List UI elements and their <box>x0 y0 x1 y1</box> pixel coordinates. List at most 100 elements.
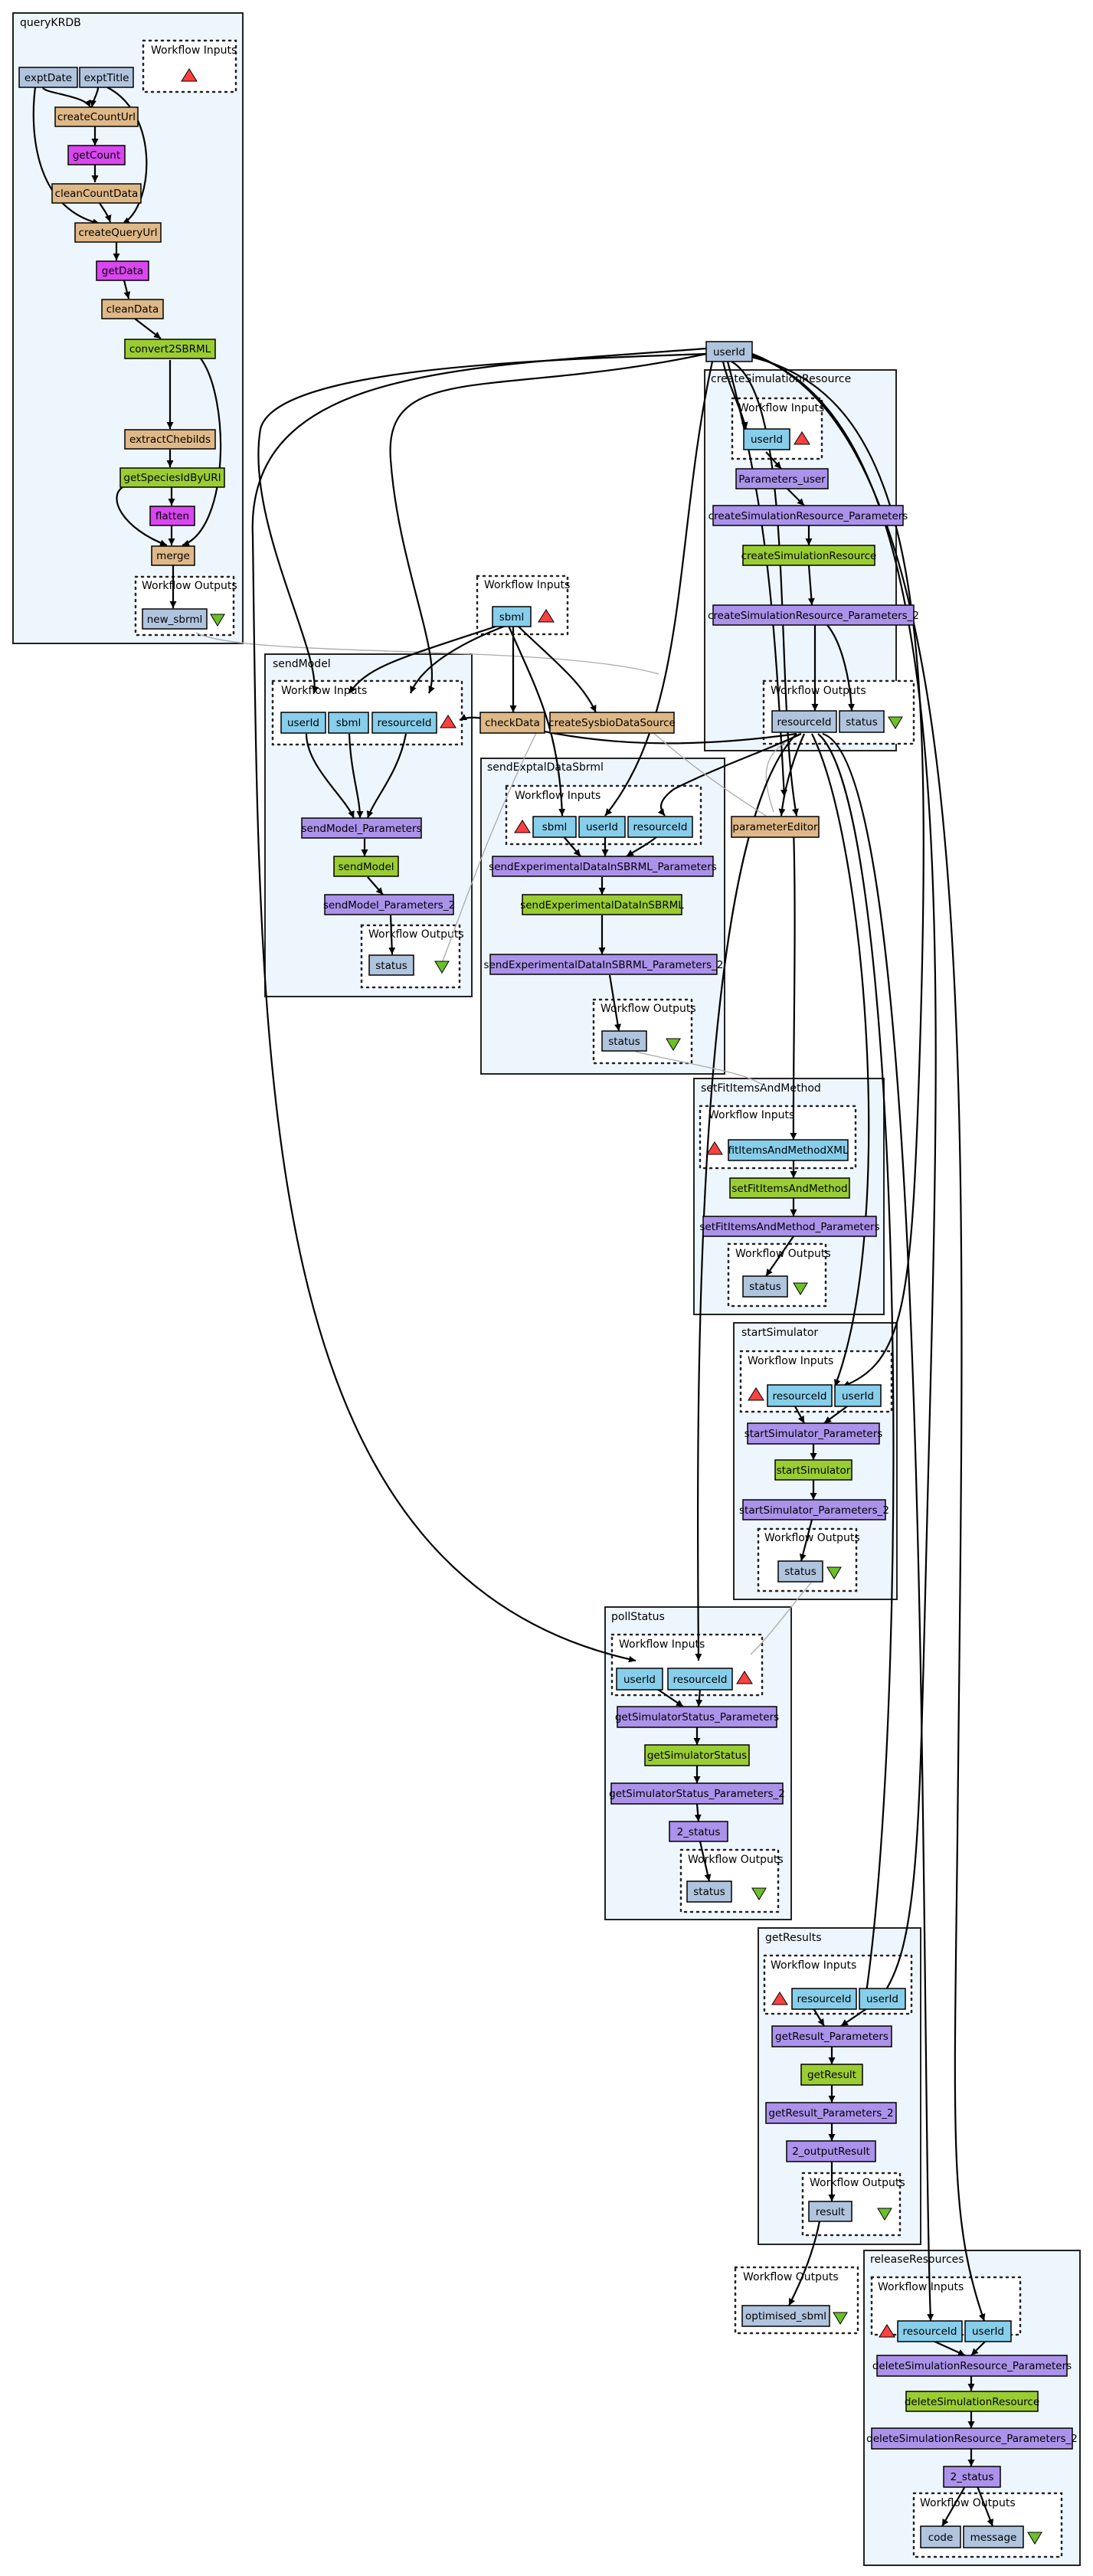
node-sendExperimentalDataInSBRML-Parameters-2[interactable]: sendExperimentalDataInSBRML_Parameters_2 <box>484 954 724 975</box>
node-label: getSimulatorStatus <box>647 1750 747 1762</box>
workflow-inputs-label: Workflow Inputs <box>619 1638 705 1651</box>
node-csr-userId[interactable]: userId <box>743 428 790 450</box>
node-label: flatten <box>155 510 189 522</box>
node-getCount[interactable]: getCount <box>67 145 126 165</box>
node-ps-userId[interactable]: userId <box>616 1668 663 1691</box>
node-exptTitle[interactable]: exptTitle <box>79 67 134 88</box>
node-label: deleteSimulationResource_Parameters_2 <box>866 2433 1078 2445</box>
node-sendModel-resourceId[interactable]: resourceId <box>371 712 437 734</box>
node-label: extractChebiIds <box>129 434 211 446</box>
node-getSimulatorStatus-Parameters-2[interactable]: getSimulatorStatus_Parameters_2 <box>609 1782 785 1805</box>
node-extractChebiIds[interactable]: extractChebiIds <box>124 429 216 450</box>
node-sendModel-userId[interactable]: userId <box>280 712 326 734</box>
node-label: exptDate <box>25 72 72 84</box>
node-se-userId[interactable]: userId <box>578 816 626 838</box>
node-label: userId <box>713 346 745 358</box>
workflow-inputs-queryKRDB: Workflow Inputs <box>142 39 237 93</box>
node-startSimulator-Parameters-2[interactable]: startSimulator_Parameters_2 <box>739 1499 889 1520</box>
node-getResult[interactable]: getResult <box>800 2064 863 2086</box>
node-label: deleteSimulationResource <box>905 2396 1039 2408</box>
node-startSimulator-Parameters[interactable]: startSimulator_Parameters <box>744 1422 883 1445</box>
workflow-inputs-label: Workflow Inputs <box>878 2281 964 2293</box>
node-deleteSimulationResource[interactable]: deleteSimulationResource <box>905 2391 1039 2412</box>
node-rr-2-status[interactable]: 2_status <box>943 2466 1001 2488</box>
input-triangle-icon <box>794 431 810 445</box>
node-label: optimised_sbml <box>745 2310 826 2322</box>
node-label: getSpeciesIdByURI <box>123 472 221 484</box>
node-convert2SBRML[interactable]: convert2SBRML <box>124 339 216 359</box>
node-deleteSimulationResource-Parameters[interactable]: deleteSimulationResource_Parameters <box>872 2355 1072 2377</box>
node-getResult-Parameters[interactable]: getResult_Parameters <box>771 2025 892 2047</box>
node-cleanData[interactable]: cleanData <box>101 299 164 319</box>
node-sendExperimentalDataInSBRML-Parameters[interactable]: sendExperimentalDataInSBRML_Parameters <box>489 856 717 877</box>
workflow-outputs-label: Workflow Outputs <box>368 928 464 941</box>
node-csr-resourceId[interactable]: resourceId <box>771 710 837 733</box>
node-new-sbrml[interactable]: new_sbrml <box>142 608 208 630</box>
node-cleanCountData[interactable]: cleanCountData <box>51 183 142 204</box>
node-label: createQueryUrl <box>78 227 157 239</box>
node-sendModel-sbml[interactable]: sbml <box>328 712 369 734</box>
node-parameterEditor[interactable]: parameterEditor <box>731 816 820 838</box>
cluster-label-startSimulator: startSimulator <box>741 1327 818 1339</box>
node-optimised-sbml[interactable]: optimised_sbml <box>741 2305 830 2327</box>
node-exptDate[interactable]: exptDate <box>18 67 78 88</box>
node-se-status[interactable]: status <box>601 1030 647 1052</box>
node-label: 2_status <box>951 2471 994 2483</box>
node-csr-status[interactable]: status <box>839 710 885 733</box>
node-label: sendModel <box>339 861 394 873</box>
node-sendModel-status[interactable]: status <box>368 954 414 976</box>
node-flatten[interactable]: flatten <box>149 506 195 526</box>
node-getSimulatorStatus-Parameters[interactable]: getSimulatorStatus_Parameters <box>615 1706 779 1728</box>
node-sendModel-Parameters-2[interactable]: sendModel_Parameters_2 <box>323 894 455 915</box>
node-2-outputResult[interactable]: 2_outputResult <box>786 2140 876 2162</box>
node-rr-message[interactable]: message <box>963 2525 1024 2548</box>
node-gr-resourceId[interactable]: resourceId <box>791 1988 857 2010</box>
node-top-sbml[interactable]: sbml <box>492 606 532 627</box>
node-deleteSimulationResource-Parameters-2[interactable]: deleteSimulationResource_Parameters_2 <box>866 2427 1078 2450</box>
node-getSpeciesIdByURI[interactable]: getSpeciesIdByURI <box>119 467 225 488</box>
node-createSimulationResource[interactable]: createSimulationResource <box>741 545 877 566</box>
node-rr-userId[interactable]: userId <box>964 2320 1012 2342</box>
node-Parameters-user[interactable]: Parameters_user <box>735 468 829 489</box>
node-sendExperimentalDataInSBRML[interactable]: sendExperimentalDataInSBRML <box>520 894 684 915</box>
node-label: userId <box>972 2326 1004 2338</box>
node-label: getResult_Parameters <box>775 2031 888 2043</box>
node-gr-result[interactable]: result <box>808 2201 852 2222</box>
node-merge[interactable]: merge <box>151 545 195 566</box>
node-ps-status[interactable]: status <box>686 1880 732 1903</box>
node-getSimulatorStatus[interactable]: getSimulatorStatus <box>644 1744 750 1766</box>
node-checkData[interactable]: checkData <box>479 712 545 734</box>
node-se-sbml[interactable]: sbml <box>532 816 577 838</box>
node-setFitItemsAndMethod-Parameters[interactable]: setFitItemsAndMethod_Parameters <box>699 1216 880 1237</box>
workflow-inputs-label: Workflow Inputs <box>708 1109 794 1121</box>
node-rr-resourceId[interactable]: resourceId <box>897 2320 963 2342</box>
node-label: resourceId <box>777 716 832 728</box>
node-createSysbioDataSource[interactable]: createSysbioDataSource <box>548 712 676 734</box>
node-label: status <box>608 1036 640 1048</box>
node-se-resourceId[interactable]: resourceId <box>627 816 693 838</box>
node-label: userId <box>842 1390 874 1403</box>
node-fitItemsAndMethodXML[interactable]: fitItemsAndMethodXML <box>728 1139 849 1161</box>
node-top-userId[interactable]: userId <box>705 341 753 362</box>
node-setFitItemsAndMethod[interactable]: setFitItemsAndMethod <box>729 1177 850 1199</box>
node-sf-status[interactable]: status <box>742 1275 788 1298</box>
node-rr-code[interactable]: code <box>920 2525 961 2548</box>
node-createSimulationResource-Parameters[interactable]: createSimulationResource_Parameters <box>708 505 908 526</box>
node-label: createSimulationResource_Parameters <box>708 510 908 522</box>
node-ps-2-status[interactable]: 2_status <box>669 1821 728 1842</box>
node-gr-userId[interactable]: userId <box>859 1988 906 2010</box>
node-startSimulator[interactable]: startSimulator <box>774 1459 852 1481</box>
node-sendModel[interactable]: sendModel <box>333 856 399 877</box>
node-ss-status[interactable]: status <box>777 1560 823 1583</box>
node-ps-resourceId[interactable]: resourceId <box>667 1668 733 1691</box>
node-createQueryUrl[interactable]: createQueryUrl <box>74 222 162 243</box>
node-getData[interactable]: getData <box>96 260 149 281</box>
node-createSimulationResource-Parameters-2[interactable]: createSimulationResource_Parameters_2 <box>708 604 919 626</box>
node-label: sbml <box>336 717 362 729</box>
node-getResult-Parameters-2[interactable]: getResult_Parameters_2 <box>765 2102 897 2124</box>
node-sendModel-Parameters[interactable]: sendModel_Parameters <box>301 817 422 839</box>
node-createCountUrl[interactable]: createCountUrl <box>54 106 139 127</box>
node-ss-resourceId[interactable]: resourceId <box>767 1384 833 1407</box>
node-label: userId <box>586 821 618 833</box>
node-ss-userId[interactable]: userId <box>834 1384 882 1407</box>
